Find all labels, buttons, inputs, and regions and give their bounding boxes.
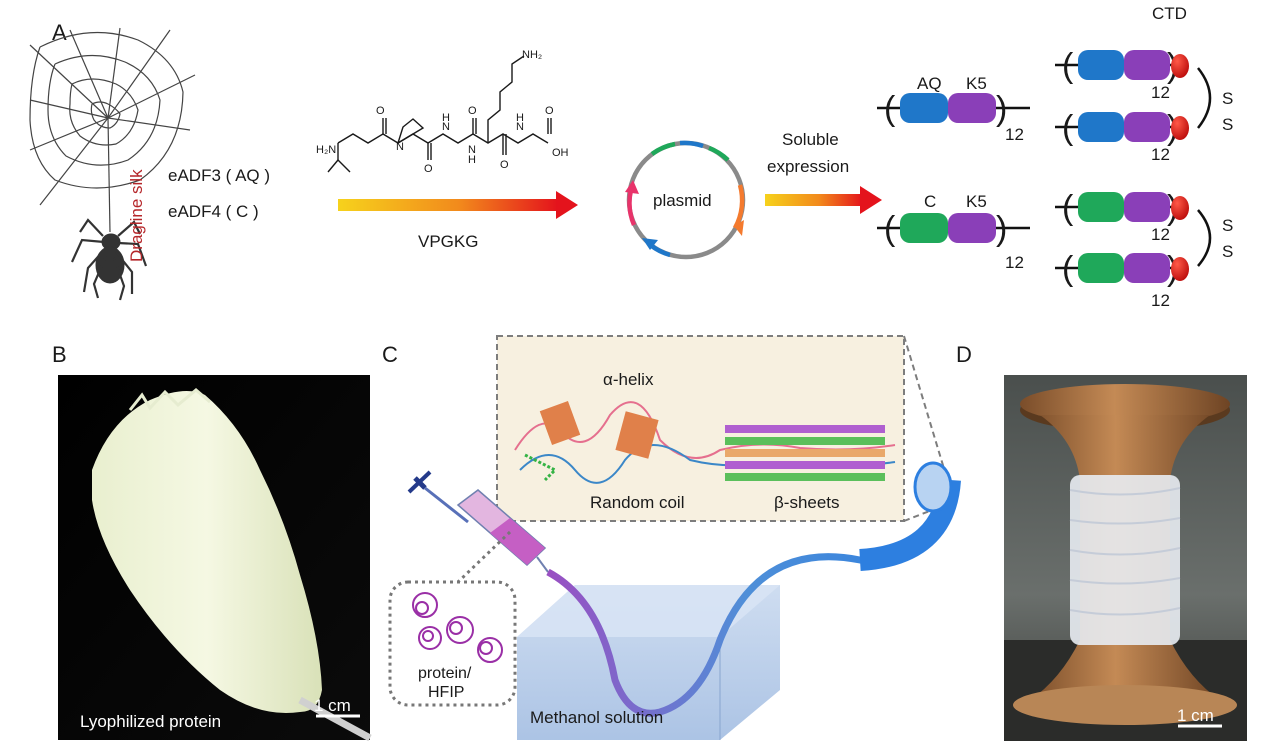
h-label-2: H	[468, 154, 476, 166]
eadf3-label: eADF3 ( AQ )	[168, 166, 270, 185]
beta-sheets-label: β-sheets	[774, 493, 840, 512]
svg-text:(: (	[1062, 189, 1074, 227]
svg-text:(: (	[1062, 109, 1074, 147]
svg-text:(: (	[1062, 250, 1074, 288]
n-label-2: N	[442, 121, 450, 133]
arrow-right-icon	[765, 186, 882, 214]
s-label-3: S	[1222, 216, 1233, 235]
c-k5-construct: ( )	[877, 210, 1030, 248]
s-label-1: S	[1222, 89, 1233, 108]
c-k5-ctd-construct-bottom: ( )	[1055, 250, 1189, 288]
aq-k5-ctd-construct-top: ( )	[1055, 47, 1189, 85]
panel-label-c: C	[382, 342, 398, 367]
methanol-label: Methanol solution	[530, 708, 663, 727]
solution-inset	[388, 580, 517, 707]
vpgkg-structure	[327, 55, 552, 173]
h-label-1: H	[442, 112, 450, 124]
arrow-right-icon	[338, 191, 578, 219]
o-label-3: O	[468, 105, 477, 117]
c-k5-ctd-construct-top: ( )	[1055, 189, 1189, 227]
c-label: C	[924, 192, 936, 211]
panel-label-d: D	[956, 342, 972, 367]
disulfide-bond-top	[1197, 67, 1212, 129]
aq-k5-ctd-construct-bottom: ( )	[1055, 109, 1189, 147]
bracket-close: )	[996, 90, 1007, 128]
plasmid-arrow-blue	[642, 238, 658, 250]
repeat-label-5: 12	[1151, 225, 1170, 244]
protein-coil-icon	[412, 592, 503, 663]
h2n-label: H₂N	[316, 144, 336, 156]
o-label-1: O	[376, 105, 385, 117]
plasmid-arrow-orange	[734, 220, 744, 236]
disulfide-bond-bottom	[1197, 209, 1212, 267]
svg-text:): )	[996, 210, 1007, 248]
repeat-label-4: 12	[1005, 253, 1024, 272]
k5-label-1: K5	[966, 74, 987, 93]
s-label-4: S	[1222, 242, 1233, 261]
plasmid-label: plasmid	[653, 191, 712, 210]
svg-text:(: (	[884, 210, 896, 248]
nh2-label: NH₂	[522, 49, 542, 61]
scale-label-d: 1 cm	[1177, 706, 1214, 725]
protein-hfip-line1: protein/	[418, 665, 472, 682]
bracket-open: (	[884, 90, 896, 128]
dragline-silk-label: Dragline silk	[127, 169, 146, 262]
vpgkg-label: VPGKG	[418, 232, 478, 251]
o-label-2: O	[424, 163, 433, 175]
random-coil-label: Random coil	[590, 493, 685, 512]
plasmid-arrow-pink	[625, 180, 639, 194]
repeat-label-1: 12	[1005, 125, 1024, 144]
spider-web-icon	[29, 27, 196, 206]
n-label-4: N	[516, 121, 524, 133]
silk-thread	[107, 117, 111, 233]
aq-k5-construct: ( )	[877, 90, 1030, 128]
o-label-5: O	[545, 105, 554, 117]
repeat-label-6: 12	[1151, 291, 1170, 310]
o-label-4: O	[500, 159, 509, 171]
repeat-label-3: 12	[1151, 145, 1170, 164]
syringe-icon	[407, 470, 549, 573]
h-label-3: H	[516, 112, 524, 124]
panel-label-b: B	[52, 342, 67, 367]
n-label-1: N	[396, 141, 404, 153]
protein-hfip-line2: HFIP	[428, 684, 464, 701]
ctd-label: CTD	[1152, 4, 1187, 23]
photo-lyophilized-protein	[58, 375, 372, 742]
oh-label: OH	[552, 147, 569, 159]
plasmid-icon	[626, 140, 746, 260]
alpha-helix-label: α-helix	[603, 370, 654, 389]
scale-label-b: 1 cm	[314, 696, 351, 715]
protein-structure-ribbon	[514, 400, 896, 484]
repeat-label-2: 12	[1151, 83, 1170, 102]
spider-icon	[70, 218, 148, 301]
eadf4-label: eADF4 ( C )	[168, 202, 259, 221]
aq-label: AQ	[917, 74, 942, 93]
expression-label: expression	[767, 157, 849, 176]
photo-spool	[1004, 375, 1247, 741]
panel-label-a: A	[52, 20, 67, 45]
zoom-line	[456, 530, 512, 584]
s-label-2: S	[1222, 115, 1233, 134]
fiber-end	[913, 461, 953, 513]
soluble-label: Soluble	[782, 130, 839, 149]
n-label-3: N	[468, 144, 476, 156]
k5-label-2: K5	[966, 192, 987, 211]
lyophilized-caption: Lyophilized protein	[80, 712, 221, 731]
svg-text:(: (	[1062, 47, 1074, 85]
